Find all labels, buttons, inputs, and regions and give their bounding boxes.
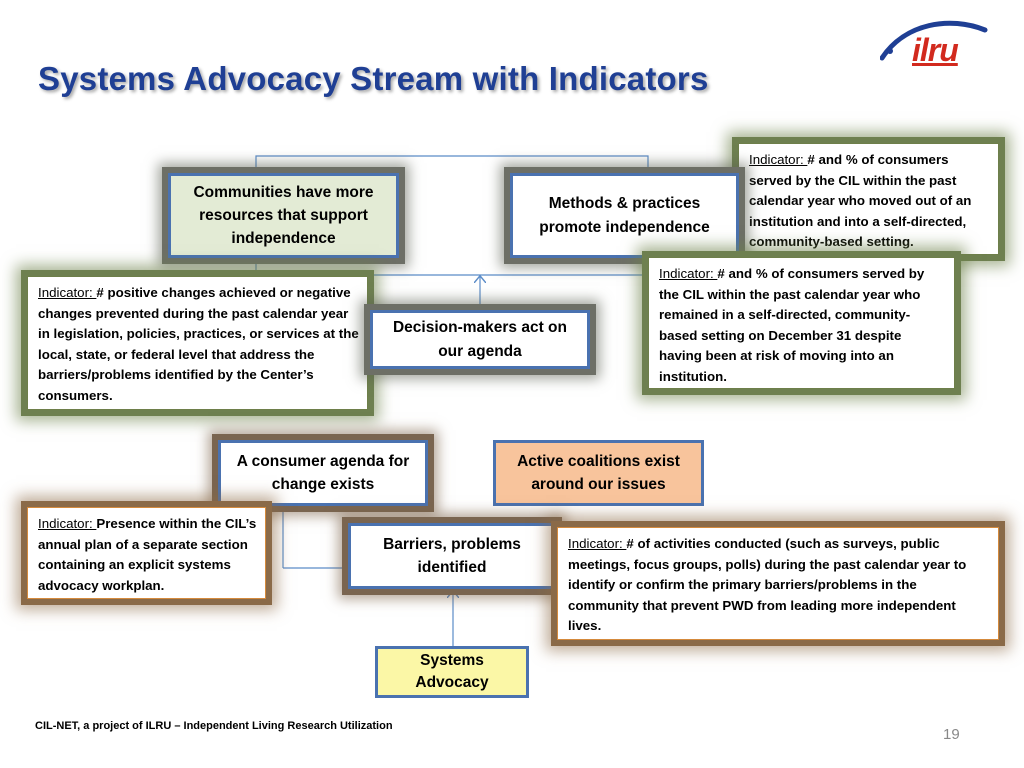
page-number: 19 [943,726,960,743]
top-bracket-line [255,155,649,173]
indicator-text: # positive changes achieved or negative … [38,285,359,404]
indicator-consumers-remained: Indicator: # and % of consumers served b… [648,257,955,389]
ilru-logo: ilru [879,18,990,80]
indicator-text: Presence within the CIL’s annual plan of… [38,516,257,593]
box-barriers-identified: Barriers, problems identified [348,523,556,589]
indicator-label: Indicator: [568,536,627,551]
box-label: Systems Advocacy [415,651,489,691]
indicator-annual-plan: Indicator: Presence within the CIL’s ann… [27,507,266,599]
indicator-label: Indicator: [38,285,97,300]
box-label: Active coalitions exist around our issue… [517,452,680,493]
box-consumer-agenda: A consumer agenda for change exists [218,440,428,506]
indicator-text: # and % of consumers served by the CIL w… [749,152,972,250]
slide-title: Systems Advocacy Stream with Indicators [38,60,709,97]
indicator-label: Indicator: [38,516,97,531]
indicator-activities: Indicator: # of activities conducted (su… [557,527,999,640]
box-label: A consumer agenda for change exists [236,452,410,493]
box-communities-resources: Communities have more resources that sup… [168,173,399,258]
box-decision-makers: Decision-makers act on our agenda [370,310,590,369]
logo-swoosh-icon [879,20,988,61]
box-methods-practices: Methods & practices promote independence [510,173,739,258]
box-active-coalitions: Active coalitions exist around our issue… [493,440,704,506]
indicator-consumers-moved: Indicator: # and % of consumers served b… [738,143,999,255]
footer-credit: CIL-NET, a project of ILRU – Independent… [35,720,393,732]
indicator-text: # and % of consumers served by the CIL w… [659,266,925,385]
indicator-label: Indicator: [749,152,808,167]
indicator-label: Indicator: [659,266,718,281]
box-label: Decision-makers act on our agenda [392,319,567,360]
box-label: Communities have more resources that sup… [193,183,374,248]
box-systems-advocacy: Systems Advocacy [375,646,529,698]
box-label: Methods & practices promote independence [539,195,710,236]
bottom-bracket-line [255,258,649,276]
indicator-positive-changes: Indicator: # positive changes achieved o… [27,276,368,410]
box-label: Barriers, problems identified [383,535,521,576]
logo-wordmark: ilru [912,32,959,68]
indicator-text: # of activities conducted (such as surve… [568,536,967,634]
